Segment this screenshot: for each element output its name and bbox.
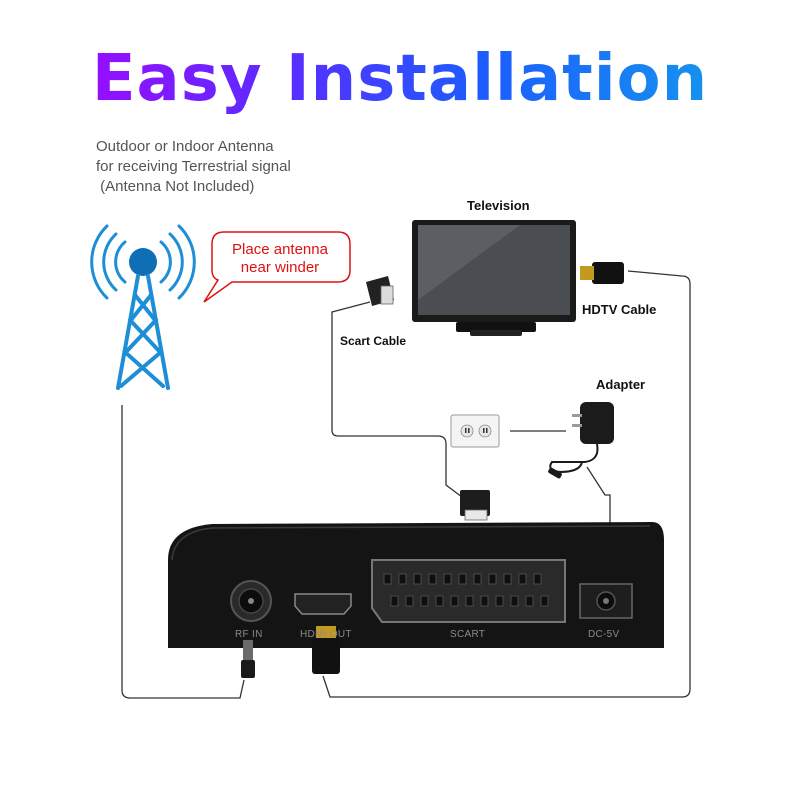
dc-port xyxy=(579,583,633,619)
scart-cable-label: Scart Cable xyxy=(340,334,407,348)
callout-text: Place antenna near winder xyxy=(214,241,346,277)
hdmi-cable-line xyxy=(322,270,691,698)
scart-label: SCART xyxy=(450,629,486,640)
callout-bubble xyxy=(203,231,351,303)
antenna-description-line-2: for receiving Terrestrial signal xyxy=(96,158,291,175)
television-label: Television xyxy=(467,198,530,213)
hdmi-out-port xyxy=(294,593,352,615)
scart-port xyxy=(371,559,566,623)
wall-outlet-icon xyxy=(450,414,500,448)
hdmi-out-label: HDMI OUT xyxy=(300,629,352,640)
scart-pins xyxy=(383,573,549,607)
dc-label: DC-5V xyxy=(588,629,620,640)
scart-cable-line xyxy=(331,301,463,498)
scart-plug-icon xyxy=(366,276,394,306)
rf-in-port xyxy=(230,580,272,622)
scart-plug-box-icon xyxy=(460,490,490,521)
antenna-description-line-3: (Antenna Not Included) xyxy=(96,178,255,195)
television-icon xyxy=(412,220,576,336)
callout-line-2: near winder xyxy=(240,259,320,276)
antenna-description-line-1: Outdoor or Indoor Antenna xyxy=(96,138,274,155)
adapter-label: Adapter xyxy=(596,377,646,392)
antenna-tower-icon xyxy=(90,224,196,390)
rf-in-label: RF IN xyxy=(235,629,263,640)
power-adapter-icon xyxy=(548,402,614,479)
hdmi-plug-icon xyxy=(580,262,624,284)
rf-plug-icon xyxy=(241,640,255,678)
set-top-box xyxy=(168,522,664,648)
callout-line-1: Place antenna xyxy=(232,241,328,258)
hdmi-plug-box-icon xyxy=(312,626,340,674)
antenna-description: Outdoor or Indoor Antenna for receiving … xyxy=(96,137,291,197)
hdtv-cable-label: HDTV Cable xyxy=(582,302,657,317)
antenna-cable-line xyxy=(121,405,245,699)
page-title: Easy Installation xyxy=(0,42,800,116)
